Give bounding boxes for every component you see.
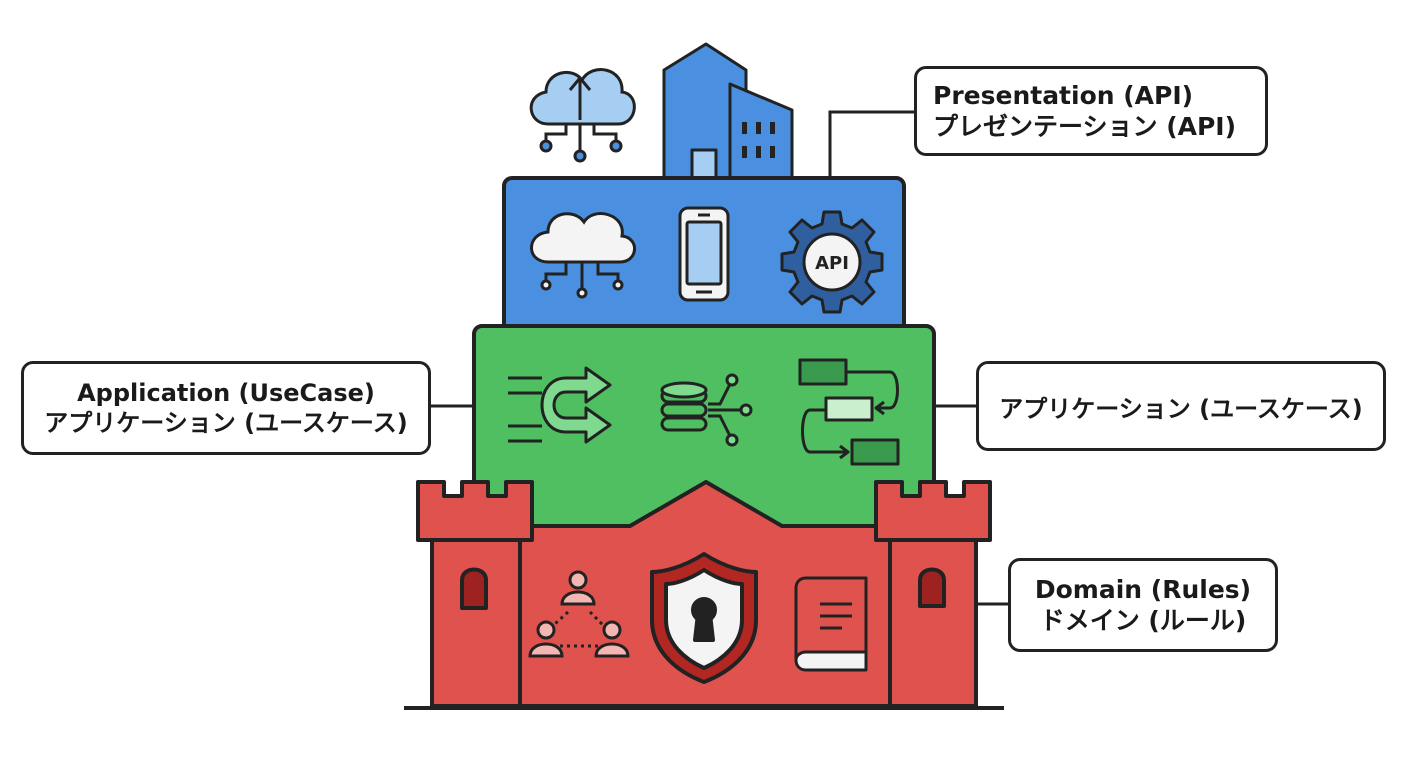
application-label-ja-left: アプリケーション (ユースケース) [44, 409, 408, 437]
presentation-layer: API [502, 176, 906, 334]
smartphone-icon [678, 206, 730, 302]
presentation-label-ja: プレゼンテーション (API) [933, 112, 1237, 141]
people-network-icon [528, 570, 630, 658]
domain-label-en: Domain (Rules) [1034, 574, 1252, 604]
security-shield-lock-icon [650, 552, 758, 684]
flow-arrows-icon [508, 366, 612, 444]
connector-lines [431, 110, 1008, 606]
right-tower [874, 480, 992, 708]
domain-label-box: Domain (Rules) ドメイン (ルール) [1008, 558, 1278, 652]
rule-book-icon [794, 576, 868, 672]
presentation-label-box: Presentation (API) プレゼンテーション (API) [914, 66, 1268, 156]
domain-label-ja: ドメイン (ルール) [1039, 606, 1247, 635]
building-icon [662, 42, 794, 180]
application-label-en: Application (UseCase) [77, 379, 375, 407]
api-gear-icon: API [780, 210, 884, 314]
cloud-network-icon [530, 212, 636, 299]
top-cloud-upload-icon [529, 68, 636, 163]
application-label-ja-right: アプリケーション (ユースケース) [999, 395, 1363, 423]
connector-presentation [828, 110, 914, 176]
process-flowchart-icon [798, 358, 900, 466]
presentation-label-en: Presentation (API) [933, 80, 1194, 110]
application-label-box-left: Application (UseCase) アプリケーション (ユースケース) [21, 361, 431, 455]
database-network-icon [660, 373, 753, 447]
application-label-box-right: アプリケーション (ユースケース) [976, 361, 1386, 451]
left-tower [416, 480, 534, 708]
api-gear-label: API [815, 253, 849, 274]
